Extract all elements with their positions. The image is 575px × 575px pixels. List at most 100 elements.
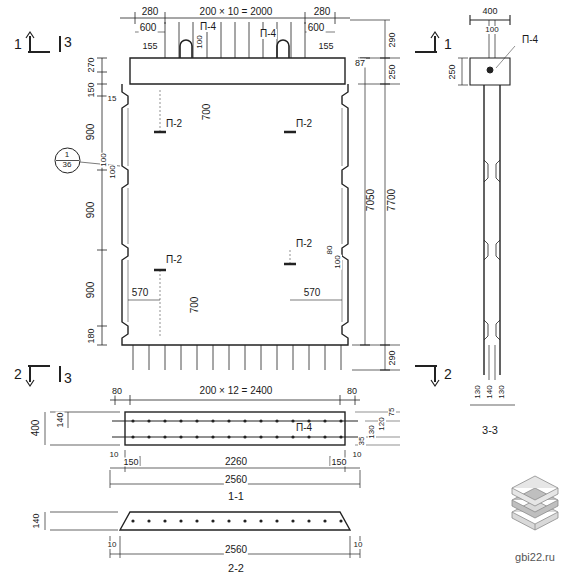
rebar-dot xyxy=(291,519,294,522)
rebar-end xyxy=(133,345,134,370)
rebar-dot xyxy=(195,519,198,522)
rebar-dot xyxy=(147,419,150,422)
callout-number: 1 xyxy=(65,151,69,159)
dimension-label: 3 xyxy=(63,35,73,49)
dimension-label: П-4 xyxy=(259,29,277,39)
rebar-dot xyxy=(211,419,214,422)
dimension-label: 155 xyxy=(141,42,158,51)
rebar-end xyxy=(325,345,326,370)
rebar-end xyxy=(165,345,166,370)
rebar-end xyxy=(277,22,278,58)
rebar-end xyxy=(221,22,222,58)
rebar-end xyxy=(249,22,250,58)
rebar-end xyxy=(309,345,310,370)
dimension-label: 900 xyxy=(86,201,96,220)
rebar-dot xyxy=(307,435,310,438)
dimension-label: 2260 xyxy=(224,457,248,467)
dimension-label: 15 xyxy=(107,95,118,103)
dimension-label: 2560 xyxy=(224,545,248,555)
watermark: gbi22.ru xyxy=(514,552,556,563)
dimension-label: 80 xyxy=(346,387,358,396)
dimension-label: 1 xyxy=(443,37,453,51)
rebar-end xyxy=(179,22,180,58)
rebar-end xyxy=(293,345,294,370)
rebar-dot xyxy=(339,435,342,438)
dimension-label: 10 xyxy=(107,541,118,549)
dimension-label: 600 xyxy=(139,23,158,33)
dimension-label: 1 xyxy=(13,37,23,51)
rebar-dot xyxy=(259,519,262,522)
rebar-dot xyxy=(131,419,134,422)
dimension-label: 3 xyxy=(63,371,73,385)
dimension-label: 140 xyxy=(56,411,65,428)
rebar-end xyxy=(277,345,278,370)
dimension-label: 150 xyxy=(330,458,347,467)
rebar-end xyxy=(261,345,262,370)
dimension-label: П-2 xyxy=(165,255,183,265)
dimension-label: 200 × 12 = 2400 xyxy=(199,386,274,396)
dimension-label: 100 xyxy=(100,152,108,167)
rebar-dot xyxy=(307,519,310,522)
rebar-end xyxy=(193,22,194,58)
callout-circle: 136 xyxy=(54,147,81,174)
rebar-dot xyxy=(195,435,198,438)
rebar-dot xyxy=(227,435,230,438)
dimension-label: П-2 xyxy=(295,239,313,249)
dimension-label: 100 xyxy=(334,254,342,269)
rebar-end xyxy=(291,22,292,58)
dimension-label: 35 xyxy=(358,436,366,447)
dimension-label: 130 xyxy=(498,384,506,399)
callout-number: 36 xyxy=(63,161,72,169)
rebar-end xyxy=(235,22,236,58)
rebar-end xyxy=(165,22,166,58)
dimension-label: 270 xyxy=(87,56,96,73)
dimension-label: 280 xyxy=(141,7,160,17)
dimension-label: 10 xyxy=(353,541,364,549)
dimension-label: 900 xyxy=(86,281,96,300)
rebar-dot xyxy=(179,519,182,522)
dimension-label: 200 × 10 = 2000 xyxy=(199,7,274,17)
dimension-label: 87 xyxy=(354,59,366,68)
dimension-label: 155 xyxy=(317,42,334,51)
rebar-dot xyxy=(147,519,150,522)
dimension-label: П-4 xyxy=(199,22,217,32)
dimension-label: 250 xyxy=(388,63,397,80)
rebar-end xyxy=(341,345,342,370)
rebar-dot xyxy=(211,435,214,438)
rebar-dot xyxy=(323,435,326,438)
rebar-dot xyxy=(131,435,134,438)
dimension-label: 150 xyxy=(122,458,139,467)
dimension-label: 7700 xyxy=(387,188,397,212)
rebar-dot xyxy=(227,519,230,522)
dimension-label: 100 xyxy=(196,34,204,49)
rebar-dot xyxy=(275,435,278,438)
rebar-dot xyxy=(131,519,134,522)
rebar-end xyxy=(149,345,150,370)
rebar-dot xyxy=(163,435,166,438)
dimension-label: 900 xyxy=(86,123,96,142)
rebar-end xyxy=(181,345,182,370)
rebar-dot xyxy=(243,435,246,438)
dimension-label: 290 xyxy=(388,349,397,366)
dimension-label: 80 xyxy=(111,387,123,396)
dimension-label: 10 xyxy=(109,451,120,459)
rebar-dot xyxy=(275,519,278,522)
dimension-label: П-4 xyxy=(295,423,313,433)
dimension-label: 700 xyxy=(190,296,200,315)
dimension-label: П-2 xyxy=(295,119,313,129)
rebar-dot xyxy=(163,419,166,422)
rebar-end xyxy=(229,345,230,370)
dimension-label: 140 xyxy=(486,384,494,399)
dimension-label: 290 xyxy=(388,31,397,48)
rebar-dot xyxy=(243,419,246,422)
dimension-label: 150 xyxy=(87,81,96,98)
rebar-end xyxy=(245,345,246,370)
rebar-dot xyxy=(163,519,166,522)
dimension-label: 2 xyxy=(443,367,453,381)
dimension-label: 570 xyxy=(303,288,322,298)
rebar-end xyxy=(197,345,198,370)
rebar-dot xyxy=(243,519,246,522)
rebar-dot xyxy=(339,519,342,522)
dimension-label: 400 xyxy=(31,419,41,438)
dimension-label: 140 xyxy=(32,512,41,529)
